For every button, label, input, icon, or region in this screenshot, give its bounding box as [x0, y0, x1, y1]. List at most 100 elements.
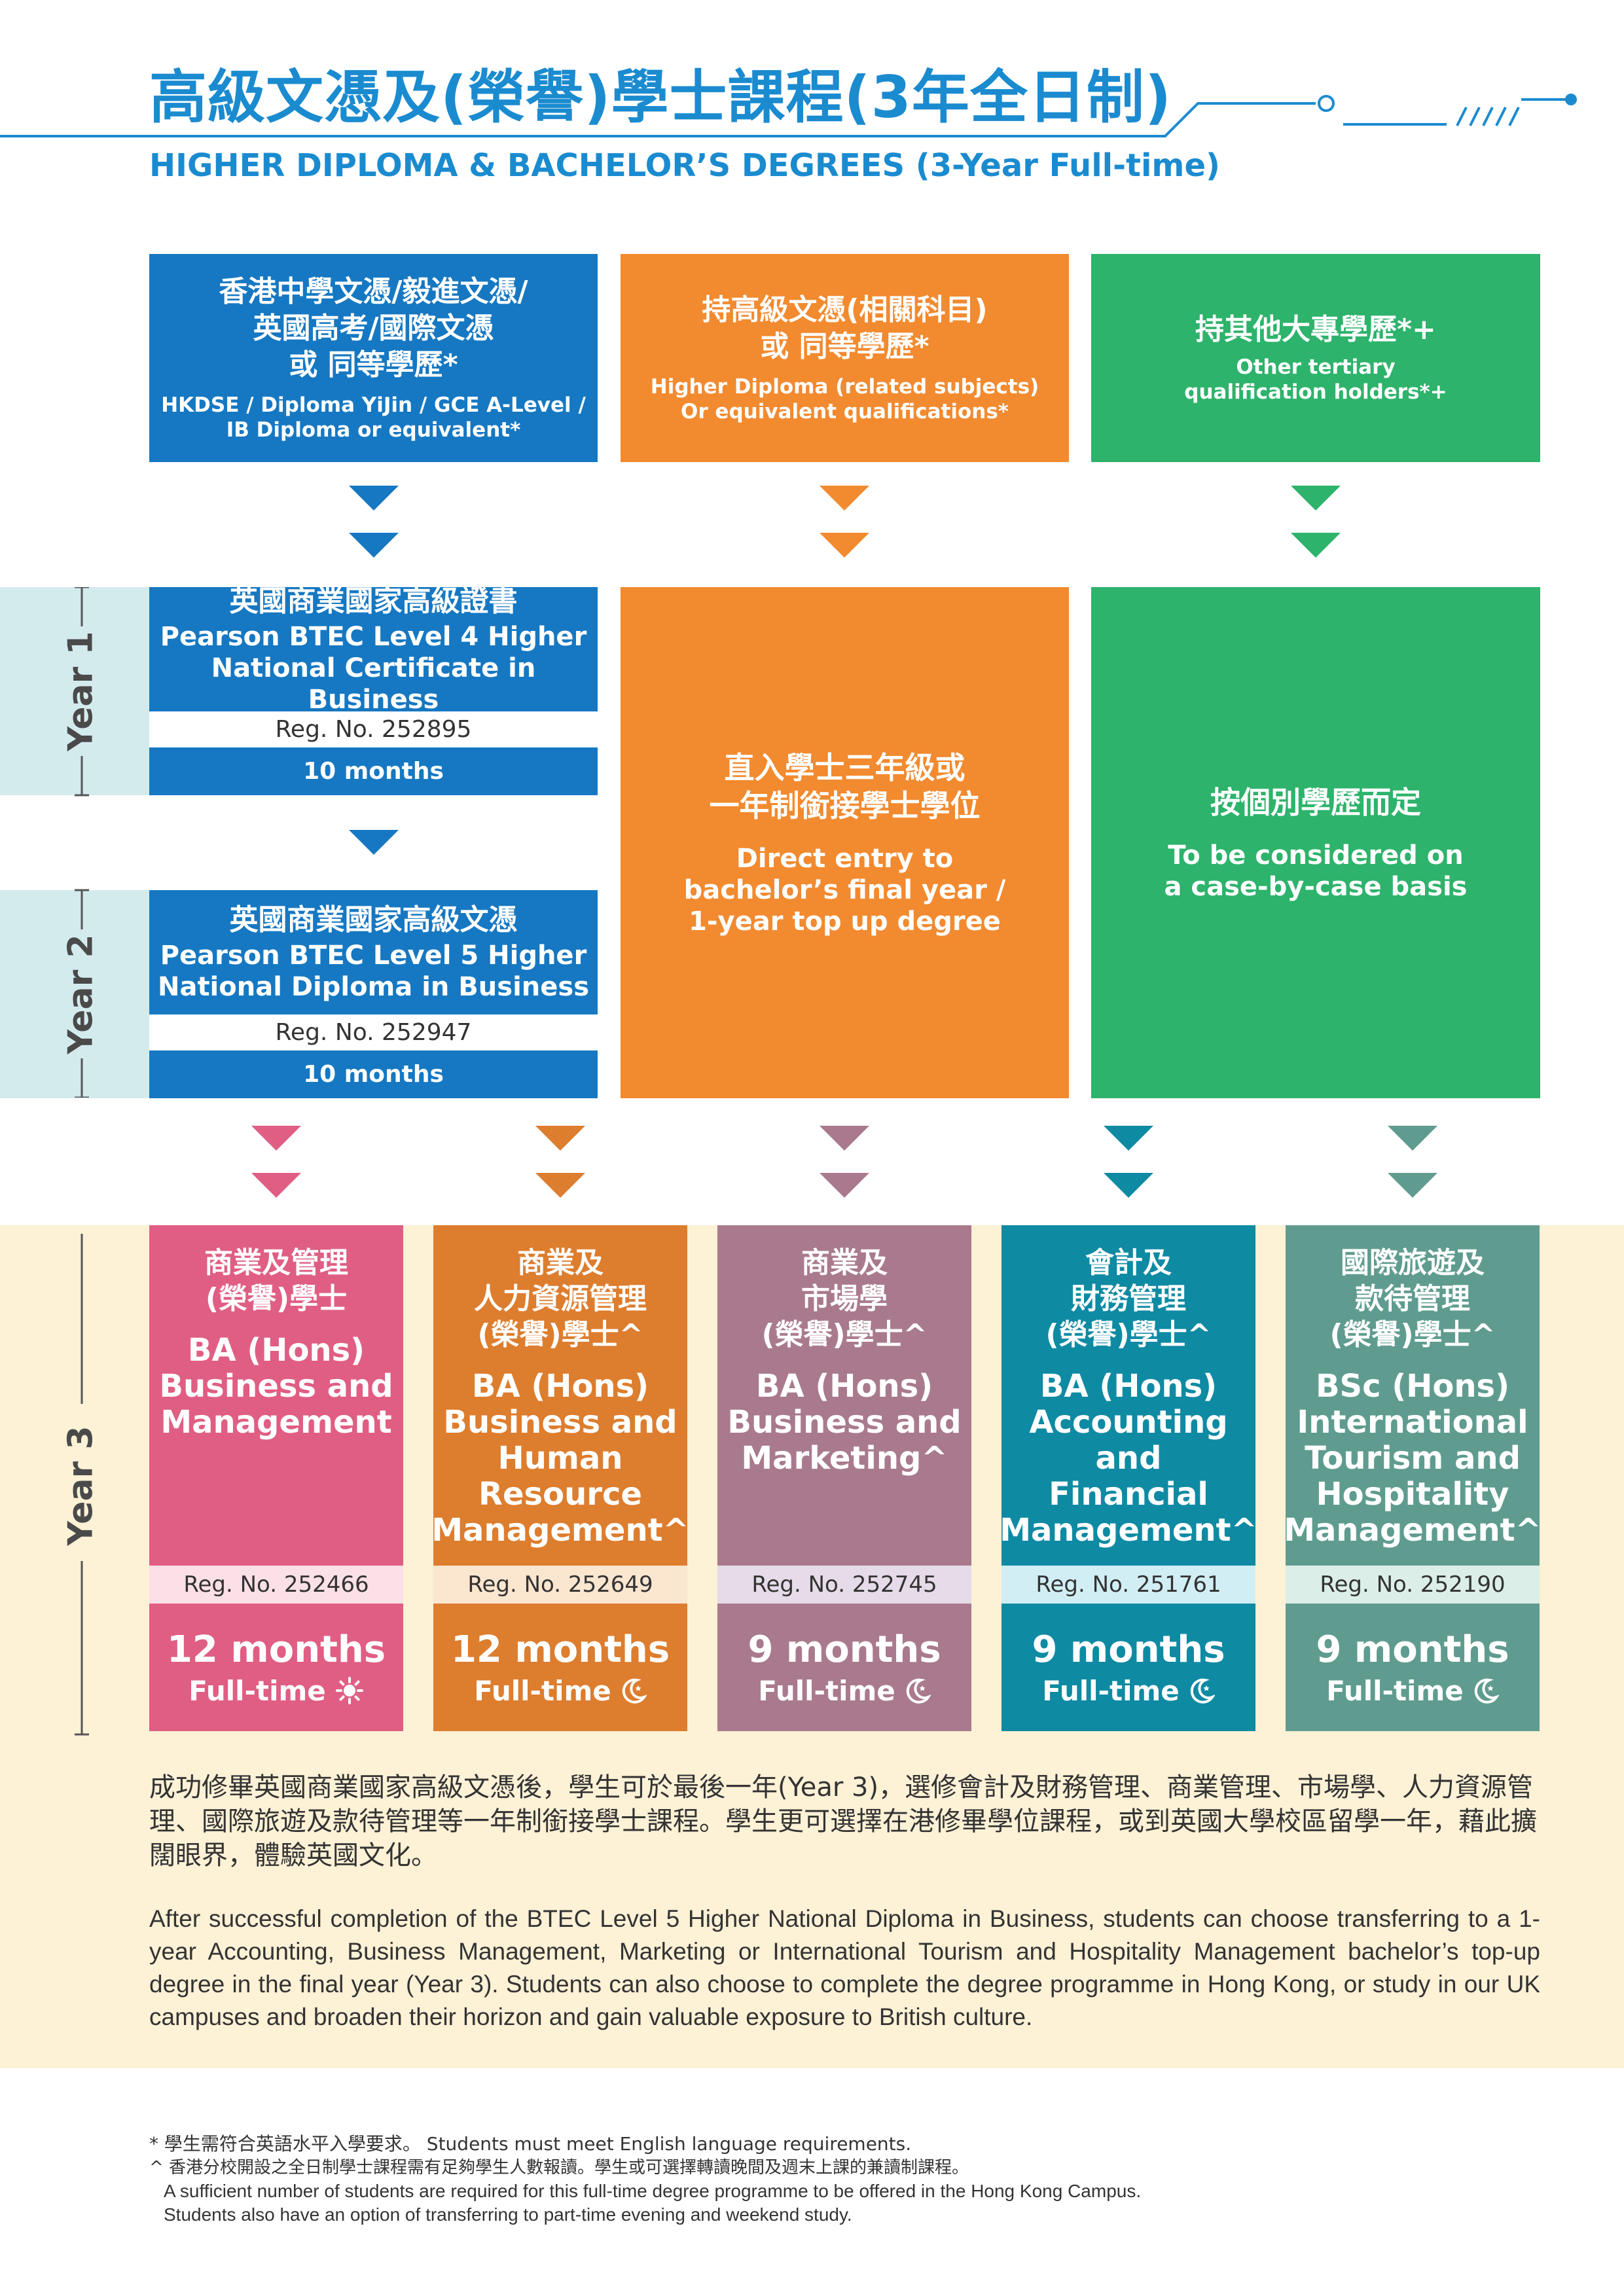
degree-title-zh: 商業及管理	[204, 1246, 348, 1280]
header-decoration	[0, 94, 1577, 137]
degree-title-zh: 款待管理	[1355, 1282, 1470, 1316]
description-en: After successful completion of the BTEC …	[149, 1905, 1540, 2030]
degree-title-zh: 商業及	[517, 1246, 604, 1280]
degree-title-en: Tourism and	[1305, 1440, 1521, 1477]
degree-duration: 9 months	[748, 1628, 941, 1671]
footnote-1: * 學生需符合英語水平入學要求。 Students must meet Engl…	[149, 2133, 912, 2155]
arrow-down-icon	[349, 486, 399, 511]
year3-label: Year 3	[61, 1426, 101, 1546]
degree-mode: Full-time	[474, 1674, 611, 1707]
degree-reg-no: Reg. No. 252745	[717, 1566, 971, 1604]
degree-mode: Full-time	[758, 1674, 895, 1707]
degree-reg-no: Reg. No. 252466	[149, 1566, 403, 1604]
direct-entry-box: 直入學士三年級或 一年制銜接學士學位 Direct entry to bache…	[621, 587, 1069, 1098]
arrow-down-icon	[820, 533, 869, 558]
degree-mode: Full-time	[1326, 1674, 1464, 1707]
moon-icon	[905, 1677, 931, 1704]
degree-title-zh: 財務管理	[1071, 1282, 1186, 1316]
year2-band	[0, 890, 149, 1098]
sun-icon	[335, 1676, 364, 1705]
arrow-down-icon	[535, 1126, 585, 1151]
entry-hkdse-zh-1: 香港中學文憑/毅進文憑/	[219, 275, 528, 308]
direct-entry-en-1: Direct entry to	[736, 843, 954, 874]
btec-l5-duration: 10 months	[149, 1050, 598, 1098]
year3-guide-line	[75, 1234, 89, 1736]
degree-title-zh: (榮譽)學士^	[1329, 1318, 1496, 1352]
degree-reg-no: Reg. No. 252190	[1286, 1566, 1540, 1604]
degree-title-zh: 市場學	[801, 1282, 888, 1316]
entry-hd-en-2: Or equivalent qualifications*	[681, 400, 1009, 423]
case-basis-zh: 按個別學歷而定	[1210, 784, 1421, 820]
degree-title-en: BA (Hons)	[1039, 1368, 1218, 1405]
degree-title-en: Business and	[443, 1404, 677, 1441]
degree-title-zh: (榮譽)學士^	[761, 1318, 928, 1352]
btec-l4-en-2: National Certificate in Business	[211, 653, 536, 715]
direct-entry-en-2: bachelor’s final year /	[683, 874, 1006, 905]
degree-title-en: Management^	[431, 1512, 689, 1549]
degree-title-en: Human	[497, 1440, 623, 1477]
degree-title-en: International	[1297, 1404, 1528, 1441]
description-zh: 成功修畢英國商業國家高級文憑後，學生可於最後一年(Year 3)，選修會計及財務…	[149, 1772, 1537, 1871]
degree-title-en: BSc (Hons)	[1315, 1368, 1510, 1405]
degree-title-zh: (榮譽)學士^	[1045, 1318, 1212, 1352]
moon-icon	[1189, 1677, 1215, 1704]
degree-title-en: Business and	[727, 1404, 962, 1441]
entry-hkdse-zh-3: 或 同等學歷*	[289, 348, 458, 382]
footnote-4: Students also have an option of transfer…	[164, 2204, 852, 2225]
arrow-down-icon	[1388, 1126, 1437, 1151]
degree-title-en: Management^	[1000, 1512, 1257, 1549]
btec-l5-en-1: Pearson BTEC Level 5 Higher	[160, 941, 587, 971]
case-basis-en-1: To be considered on	[1168, 840, 1464, 870]
year1-label: Year 1	[61, 631, 101, 751]
entry-other-en-1: Other tertiary	[1236, 355, 1396, 379]
degree-title-en: BA (Hons)	[755, 1368, 933, 1405]
entry-hd-zh-2: 或 同等學歷*	[760, 330, 929, 363]
arrow-down-icon	[1291, 533, 1341, 558]
degree-title-zh: 商業及	[801, 1246, 888, 1280]
btec-l5-box: 英國商業國家高級文憑 Pearson BTEC Level 5 Higher N…	[149, 890, 598, 1014]
entry-box-hkdse: 香港中學文憑/毅進文憑/ 英國高考/國際文憑 或 同等學歷* HKDSE / D…	[149, 254, 598, 462]
entry-hkdse-en-2: IB Diploma or equivalent*	[226, 418, 521, 442]
btec-l4-reg: Reg. No. 252895	[149, 711, 598, 747]
moon-icon	[1473, 1677, 1499, 1704]
arrow-down-icon	[251, 1173, 301, 1198]
entry-other-en-2: qualification holders*+	[1184, 380, 1447, 404]
direct-entry-en-3: 1-year top up degree	[689, 906, 1001, 937]
btec-l4-en-1: Pearson BTEC Level 4 Higher	[160, 622, 587, 652]
degree-duration: 9 months	[1032, 1628, 1225, 1671]
arrow-down-icon	[820, 1173, 869, 1198]
degree-mode: Full-time	[1042, 1674, 1180, 1707]
footnote-3: A sufficient number of students are requ…	[164, 2181, 1142, 2201]
btec-l5-en-2: National Diploma in Business	[157, 972, 590, 1002]
degree-mode: Full-time	[189, 1674, 326, 1707]
footnote-2: ^ 香港分校開設之全日制學士課程需有足夠學生人數報讀。學生或可選擇轉讀晚間及週末…	[149, 2158, 969, 2178]
degree-title-en: Financial	[1049, 1476, 1208, 1513]
degree-title-en: Management	[160, 1404, 392, 1441]
degree-title-zh: 會計及	[1085, 1246, 1172, 1280]
btec-l5-reg: Reg. No. 252947	[149, 1014, 598, 1050]
entry-box-higher-diploma: 持高級文憑(相關科目) 或 同等學歷* Higher Diploma (rela…	[621, 254, 1069, 462]
degree-title-zh: (榮譽)學士	[205, 1282, 348, 1316]
degree-title-zh: 人力資源管理	[474, 1282, 647, 1316]
btec-l5-zh: 英國商業國家高級文憑	[229, 903, 518, 937]
page-subtitle: HIGHER DIPLOMA & BACHELOR’S DEGREES (3-Y…	[149, 147, 1220, 184]
year-guide-lines	[75, 587, 89, 1098]
arrow-down-icon	[820, 486, 869, 511]
entry-hd-zh-1: 持高級文憑(相關科目)	[702, 293, 988, 327]
degree-duration: 12 months	[450, 1628, 670, 1671]
degree-title-en: Resource	[478, 1476, 642, 1513]
degree-title-en: BA (Hons)	[187, 1332, 365, 1369]
entry-hkdse-en-1: HKDSE / Diploma YiJin / GCE A-Level /	[161, 393, 586, 417]
degree-title-en: Management^	[1284, 1512, 1542, 1549]
degree-duration: 9 months	[1316, 1628, 1509, 1671]
degree-title-en: Hospitality	[1316, 1476, 1509, 1513]
arrow-down-icon	[1291, 486, 1341, 511]
degree-title-en: BA (Hons)	[471, 1368, 649, 1405]
arrow-down-icon	[820, 1126, 869, 1151]
year2-label: Year 2	[61, 934, 101, 1054]
